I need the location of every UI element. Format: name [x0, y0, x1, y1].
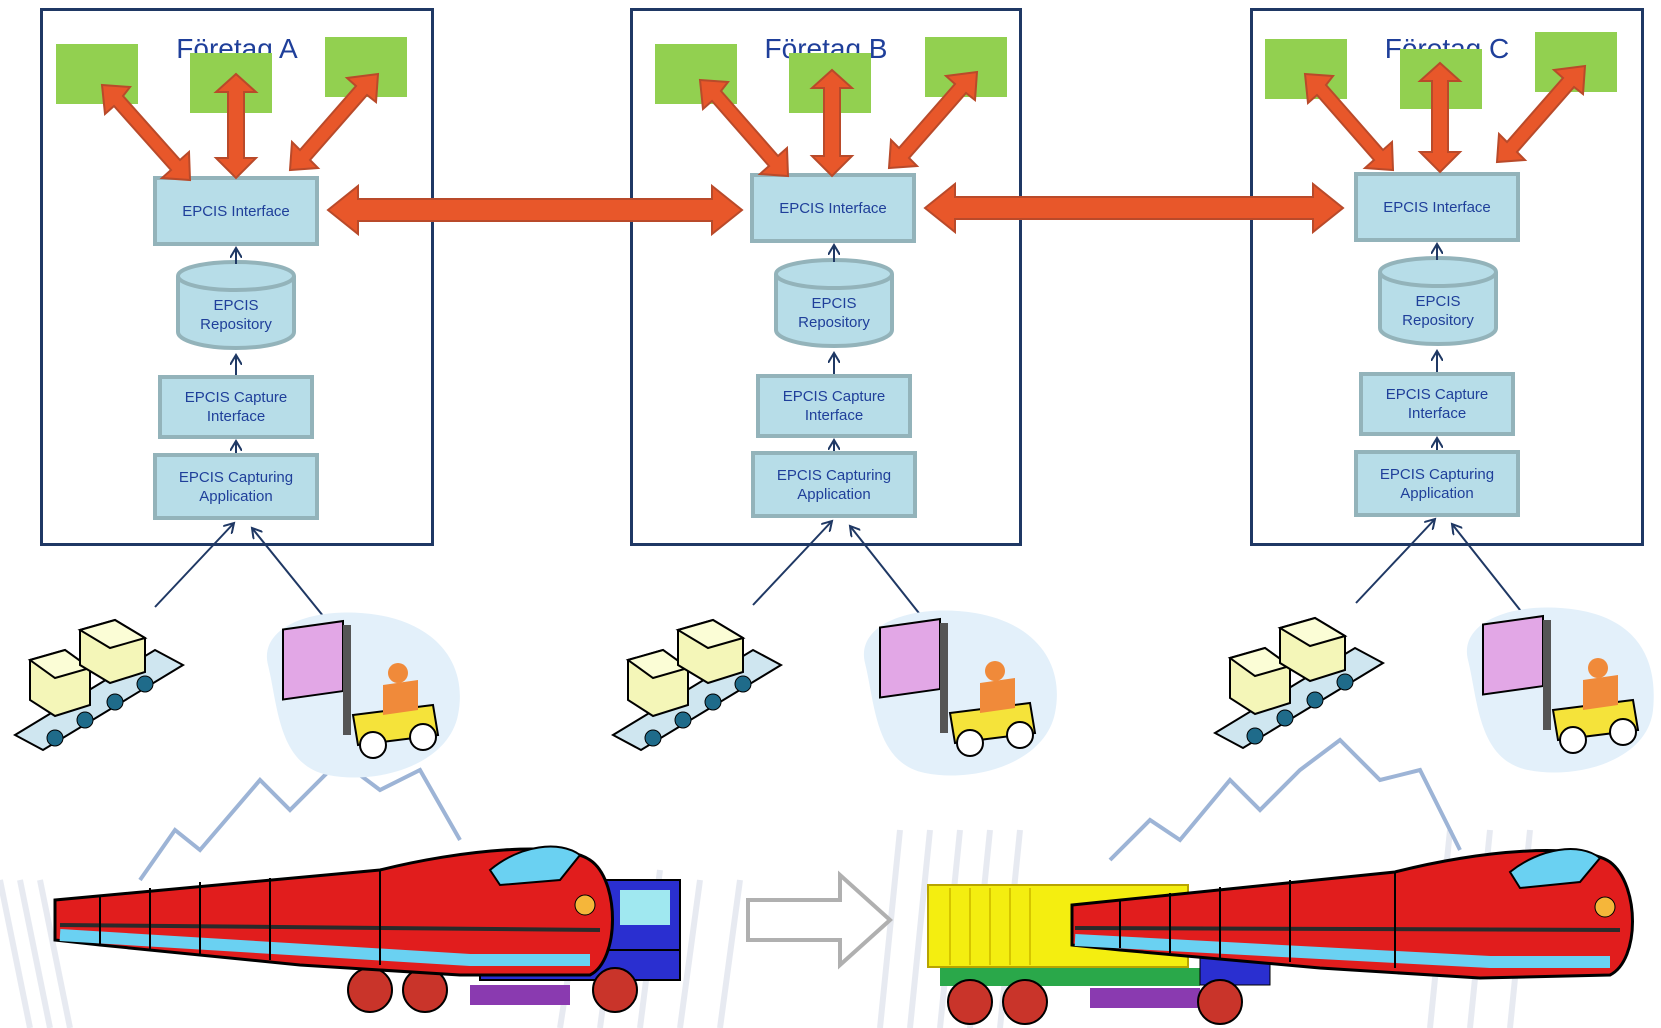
epcis-repository-cylinder: EPCIS Repository: [174, 258, 298, 352]
mountain-icon: [138, 737, 1462, 882]
epcis-interface-label: EPCIS Interface: [182, 202, 290, 220]
capturing-application-label-line: EPCIS Capturing: [776, 466, 892, 484]
orange-double-arrow: [698, 68, 979, 178]
epcis-repository-cylinder: EPCIS Repository: [1376, 254, 1500, 348]
train-icon: [1070, 848, 1634, 980]
orange-double-arrow: [1303, 61, 1587, 174]
database-icon: [176, 260, 296, 350]
capturing-application-label-line: EPCIS Capturing: [178, 468, 294, 486]
repository-label-line: EPCIS: [1415, 293, 1461, 310]
repository-label-line: Repository: [200, 316, 272, 333]
epcis-capture-interface-box: EPCIS Capture Interface: [158, 375, 314, 439]
epcis-interface-box: EPCIS Interface: [750, 173, 916, 243]
epcis-capture-interface-box: EPCIS Capture Interface: [1359, 372, 1515, 436]
double-arrow-a-b: [326, 183, 744, 237]
epcis-capturing-application-box: EPCIS Capturing Application: [153, 453, 319, 520]
repository-label-line: EPCIS: [213, 297, 259, 314]
conveyor-icon: [1212, 616, 1386, 750]
conveyor-icon: [610, 618, 784, 752]
capturing-application-label-line: Application: [199, 487, 273, 505]
epcis-capture-interface-box: EPCIS Capture Interface: [756, 374, 912, 438]
repository-label-line: EPCIS: [811, 295, 857, 312]
repository-label-line: Repository: [1402, 312, 1474, 329]
capture-interface-label-line: EPCIS Capture: [782, 388, 886, 405]
double-arrow-b-c: [923, 181, 1345, 235]
capturing-application-label-line: Application: [797, 485, 871, 503]
epcis-interface-label: EPCIS Interface: [779, 199, 887, 217]
epcis-interface-label: EPCIS Interface: [1383, 198, 1491, 216]
capture-interface-label-line: EPCIS Capture: [184, 389, 288, 406]
epcis-capturing-application-box: EPCIS Capturing Application: [751, 451, 917, 518]
capture-interface-label-line: EPCIS Capture: [1385, 386, 1489, 403]
repository-label-line: Repository: [798, 314, 870, 331]
train-icon: [53, 845, 614, 977]
capturing-application-label-line: Application: [1400, 484, 1474, 502]
epcis-interface-box: EPCIS Interface: [1354, 172, 1520, 242]
database-icon: [774, 258, 894, 348]
forklift-icon: [863, 610, 1057, 776]
hollow-arrow-icon: [746, 870, 893, 970]
forklift-icon: [1466, 607, 1654, 773]
capture-interface-label-line: Interface: [206, 408, 266, 425]
conveyor-icon: [12, 618, 186, 752]
epcis-capturing-application-box: EPCIS Capturing Application: [1354, 450, 1520, 517]
capture-interface-label-line: Interface: [1407, 405, 1467, 422]
capturing-application-label-line: EPCIS Capturing: [1379, 465, 1495, 483]
stack-connectors: [236, 244, 1437, 453]
orange-double-arrow: [100, 72, 380, 182]
epcis-repository-cylinder: EPCIS Repository: [772, 256, 896, 350]
database-icon: [1378, 256, 1498, 346]
capture-interface-label-line: Interface: [804, 407, 864, 424]
input-lines: [154, 519, 1529, 623]
forklift-icon: [266, 612, 460, 778]
